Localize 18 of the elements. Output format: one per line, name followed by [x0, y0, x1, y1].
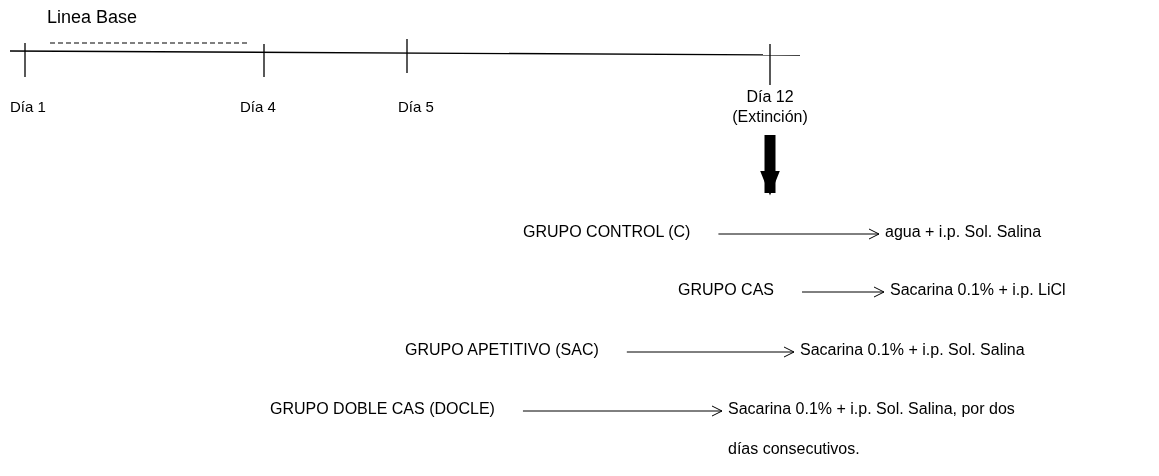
- arrow: [626, 346, 795, 358]
- arrow: [717, 228, 880, 240]
- group-label: GRUPO CONTROL (C): [523, 222, 691, 242]
- group-label: GRUPO CAS: [678, 280, 774, 300]
- day-label: Día 12 (Extinción): [725, 87, 815, 127]
- period-label: Linea Base: [47, 6, 138, 29]
- group-label: GRUPO APETITIVO (SAC): [405, 340, 599, 360]
- treatment-text: Sacarina 0.1% + i.p. Sol. Salina: [800, 340, 1025, 360]
- day-label: Día 4: [240, 97, 276, 117]
- group-label: GRUPO DOBLE CAS (DOCLE): [270, 399, 495, 419]
- arrow: [522, 405, 723, 417]
- treatment-text: Sacarina 0.1% + i.p. Sol. Salina, por dos días consecutivos.: [728, 389, 1018, 469]
- day-label: Día 5: [398, 97, 434, 117]
- treatment-text: Sacarina 0.1% + i.p. LiCl: [890, 280, 1066, 300]
- treatment-text: agua + i.p. Sol. Salina: [885, 222, 1042, 242]
- arrow: [801, 286, 885, 298]
- arrow: [760, 135, 780, 196]
- day-label: Día 1: [10, 97, 46, 117]
